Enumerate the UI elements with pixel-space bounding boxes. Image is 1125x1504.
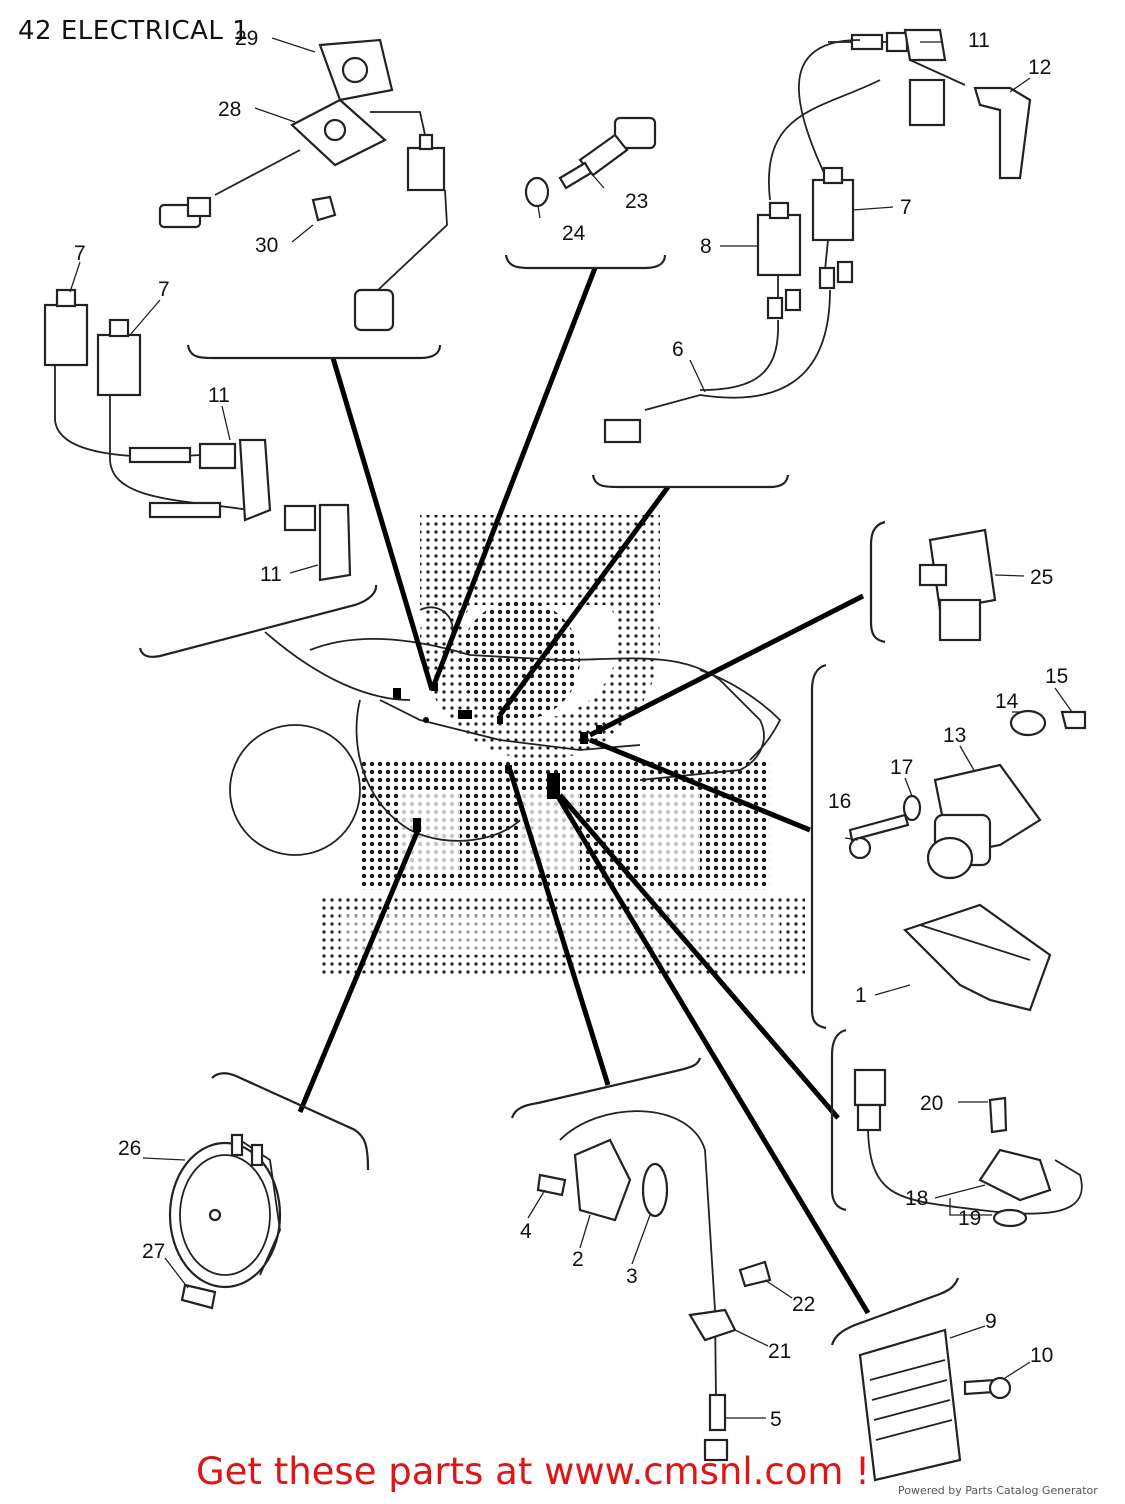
callout-10: 10 bbox=[1030, 1344, 1053, 1367]
callout-7-left-b: 7 bbox=[158, 278, 170, 301]
callout-14: 14 bbox=[995, 690, 1019, 713]
callout-7-right: 7 bbox=[900, 196, 912, 219]
callout-leaders bbox=[69, 37, 1073, 1419]
callout-16: 16 bbox=[828, 790, 851, 813]
callout-1: 1 bbox=[855, 984, 867, 1007]
callout-11-bottom: 11 bbox=[260, 563, 282, 586]
callout-4: 4 bbox=[520, 1220, 532, 1243]
callout-27: 27 bbox=[142, 1240, 165, 1263]
watermark bbox=[320, 515, 805, 975]
callout-13: 13 bbox=[943, 724, 966, 747]
callout-11-top: 11 bbox=[968, 29, 990, 52]
callout-20: 20 bbox=[920, 1092, 943, 1115]
callout-24: 24 bbox=[562, 222, 586, 245]
callout-29: 29 bbox=[235, 27, 258, 50]
callout-3: 3 bbox=[626, 1265, 638, 1288]
sensor-group bbox=[848, 709, 1087, 1012]
callout-22: 22 bbox=[792, 1293, 815, 1316]
ignition-coil-group-right bbox=[603, 28, 1032, 444]
neutral-switch-group bbox=[536, 1110, 772, 1462]
fuel-sender-group bbox=[158, 38, 448, 332]
crank-sensor-group bbox=[853, 1068, 1083, 1228]
group-leaders bbox=[264, 267, 871, 1315]
callout-19: 19 bbox=[958, 1207, 981, 1230]
callout-7-left-a: 7 bbox=[74, 242, 86, 265]
callout-5: 5 bbox=[770, 1408, 782, 1431]
diagram-title: 42 ELECTRICAL 1 bbox=[18, 16, 250, 46]
callout-23: 23 bbox=[625, 190, 648, 213]
callout-17: 17 bbox=[890, 756, 913, 779]
switch-group bbox=[524, 116, 657, 208]
horn-group bbox=[168, 1133, 282, 1310]
callout-labels: 29 28 30 23 24 11 12 7 8 6 7 7 11 11 25 … bbox=[74, 27, 1068, 1431]
rectifier-group bbox=[858, 1328, 1012, 1482]
callout-11-mid: 11 bbox=[208, 384, 230, 407]
callout-6: 6 bbox=[672, 338, 684, 361]
callout-15: 15 bbox=[1045, 665, 1068, 688]
callout-8: 8 bbox=[700, 235, 712, 258]
footer-link-text[interactable]: Get these parts at www.cmsnl.com ! bbox=[196, 1450, 871, 1493]
ignition-coil-group-left bbox=[43, 288, 352, 582]
callout-28: 28 bbox=[218, 98, 241, 121]
callout-2: 2 bbox=[572, 1248, 584, 1271]
callout-12: 12 bbox=[1028, 56, 1051, 79]
callout-21: 21 bbox=[768, 1340, 791, 1363]
powered-by-text: Powered by Parts Catalog Generator bbox=[898, 1484, 1098, 1497]
callout-30: 30 bbox=[255, 234, 278, 257]
callout-25: 25 bbox=[1030, 566, 1053, 589]
group-brackets bbox=[138, 254, 960, 1346]
callout-9: 9 bbox=[985, 1310, 997, 1333]
callout-26: 26 bbox=[118, 1137, 141, 1160]
relay-group bbox=[918, 528, 997, 642]
callout-18: 18 bbox=[905, 1187, 928, 1210]
